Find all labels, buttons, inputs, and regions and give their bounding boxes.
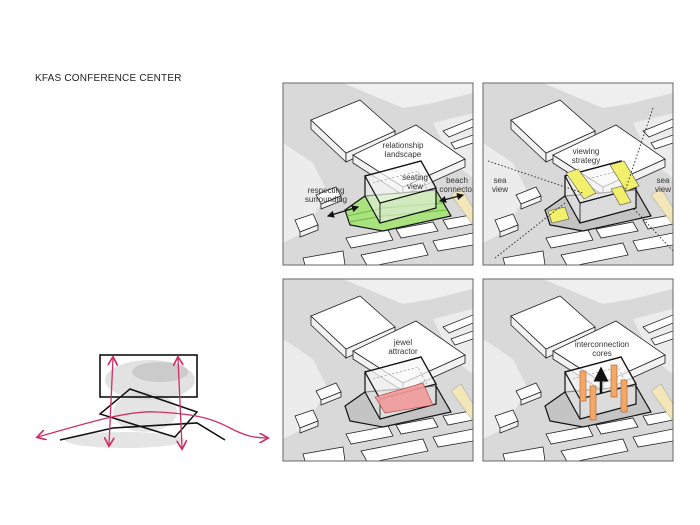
label-view-left: view: [492, 185, 508, 194]
label-viewing: viewing: [573, 147, 600, 156]
label-cores: cores: [592, 349, 612, 358]
page-title: KFAS CONFERENCE CENTER: [35, 73, 182, 84]
label-sea-left: sea: [494, 176, 507, 185]
label-beach: beach: [446, 176, 468, 185]
yellow-view-zone: [610, 185, 632, 206]
label-seating: seating: [402, 173, 428, 182]
concept-sketch: [38, 354, 267, 448]
label-attractor: attractor: [388, 347, 418, 356]
sight-lines: [487, 107, 673, 259]
label-respecting: respecting: [308, 186, 345, 195]
label-view: view: [407, 182, 423, 191]
label-landscape: landscape: [385, 150, 422, 159]
label-surrounding: surrounding: [305, 195, 347, 204]
core-column: [610, 364, 618, 398]
yellow-view-zone: [547, 206, 570, 224]
sketch-vertical-arrow: [178, 358, 182, 448]
panel-cores: interconnection cores: [482, 278, 674, 462]
label-connector: connector: [439, 185, 474, 194]
label-interconnection: interconnection: [575, 340, 629, 349]
shade-blob: [132, 362, 188, 382]
yellow-view-zone: [609, 160, 640, 192]
jewel-volume: [374, 382, 434, 414]
beach-arrow: [438, 193, 465, 203]
panel-viewing: viewing strategy sea view sea view: [482, 82, 674, 266]
label-relationship: relationship: [383, 141, 424, 150]
sketch-volume-rect: [99, 354, 198, 398]
label-view-right: view: [655, 185, 671, 194]
core-column: [579, 370, 587, 402]
panel-jewel: jewel attractor: [282, 278, 474, 462]
yellow-view-zone: [565, 168, 597, 200]
label-strategy: strategy: [572, 156, 600, 165]
core-column: [620, 379, 628, 413]
core-column: [589, 385, 597, 421]
sketch-vertical-arrow: [109, 358, 113, 445]
core-columns: [579, 364, 628, 421]
label-jewel: jewel: [393, 338, 412, 347]
respecting-arrow: [326, 205, 360, 218]
panel-relationship: relationship landscape seating view resp…: [282, 82, 474, 266]
label-sea-right: sea: [657, 176, 670, 185]
